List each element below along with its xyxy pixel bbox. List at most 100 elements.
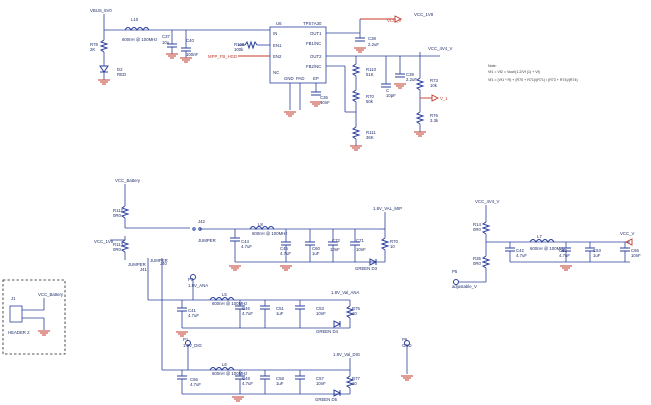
rf-dig2-label: 1.8V_Val_DIG <box>333 352 361 357</box>
r75-resistor <box>345 305 355 319</box>
c72-value: 10nF <box>330 247 340 252</box>
c48-ref: C48 <box>242 376 250 381</box>
r75-ref: R75 <box>352 306 360 311</box>
r70b-ref: R70 <box>390 239 398 244</box>
vcc-1v8-label: VCC_1V8 <box>414 12 434 17</box>
l6-value: 600nH @ 100MHz <box>212 371 247 376</box>
c39-value: 2.2uF <box>406 77 417 82</box>
p5-testpoint <box>453 279 459 285</box>
r112-value: 0R0 <box>113 213 121 218</box>
l5-value: 600nH @ 100MHz <box>212 301 247 306</box>
l10-inductor <box>124 27 150 31</box>
r108-ref: R108 <box>234 42 245 47</box>
ground-symbol <box>394 83 406 89</box>
pin-nc: NC <box>273 70 279 75</box>
c66-value: 10nF <box>631 253 641 258</box>
c40-value: 100nF <box>186 52 199 57</box>
p3-ref: P3 <box>188 277 194 282</box>
r76-value: 3.3k <box>430 118 439 123</box>
jumper-label-2: JUMPER <box>150 258 168 263</box>
rf-val-label: 1.8V_Val_ANA <box>331 290 359 295</box>
vout-flag <box>624 238 633 246</box>
p6-testpoint <box>404 340 410 346</box>
r113-resistor <box>120 239 130 253</box>
vout-label: VCC_V <box>620 231 634 236</box>
j42-pin <box>192 227 196 231</box>
p3-testpoint <box>190 274 196 280</box>
j1-ref: J1 <box>11 296 16 301</box>
ground-symbol <box>176 331 188 337</box>
c60-value: 1uF <box>312 251 320 256</box>
c51-value: 1uF <box>276 311 284 316</box>
r75-value: 10 <box>352 311 357 316</box>
r110-resistor <box>351 63 361 77</box>
pin-en1: EN1 <box>273 43 282 48</box>
r35-resistor <box>481 255 491 269</box>
r78-resistor <box>99 39 109 53</box>
c63-value: 1uF <box>593 253 601 258</box>
l7-value: 600nH @ 100MHz <box>530 246 565 251</box>
pin-fb2: FB2/NC <box>306 64 321 69</box>
d5-led <box>333 389 342 397</box>
d5-ref: GREEN D5 <box>315 397 338 402</box>
c44-ref: C44 <box>241 239 249 244</box>
jumper-label-3: JUMPER <box>198 238 216 243</box>
ground-symbol <box>560 265 572 271</box>
vcc-4v4-label: VCC_4V4_V <box>428 46 452 51</box>
l8-ref: L8 <box>258 222 263 227</box>
header-dashed-box <box>2 279 66 355</box>
u6-part: TPS7A30 <box>303 21 322 26</box>
l10-value: 600nH @ 100MHz <box>122 37 157 42</box>
vcc-1v8-flag <box>394 15 403 23</box>
r111-resistor <box>351 126 361 140</box>
pin-pad: PAD <box>296 76 305 81</box>
v1-flag <box>431 94 440 102</box>
vbus-net-label: VBUS_5V0 <box>90 8 112 13</box>
d2-value: RED <box>117 72 126 77</box>
d3-led <box>369 258 378 266</box>
mpp-net-label: MPP_FB_HGD <box>208 54 237 59</box>
pin-out2: OUT2 <box>310 54 322 59</box>
pin-in: IN <box>273 31 277 36</box>
d4-ref: GREEN D4 <box>316 329 339 334</box>
r112-resistor <box>120 205 130 219</box>
p1-testpoint <box>185 340 191 346</box>
l8-inductor <box>249 226 275 230</box>
ground-symbol <box>180 57 192 63</box>
c41-value: 4.7uF <box>188 313 199 318</box>
p5-ref: P5 <box>452 269 458 274</box>
c66-ref: C66 <box>631 248 639 253</box>
l5-ref: L5 <box>222 292 227 297</box>
ground-symbol <box>354 47 366 53</box>
r76-ref: R76 <box>430 113 438 118</box>
j42-ref: J42 <box>198 219 206 224</box>
r70-value: 50k <box>366 99 374 104</box>
ground-symbol <box>350 145 362 151</box>
r76-resistor <box>415 111 425 125</box>
pin-gnd: GND <box>284 76 294 81</box>
pin-ep: EP <box>313 76 319 81</box>
u6-ic <box>269 26 327 84</box>
c53-ref: C53 <box>316 306 324 311</box>
d2-led <box>99 65 109 73</box>
p6-ref: P6 <box>402 337 408 342</box>
ground-symbol <box>310 101 322 107</box>
r35-value: 0R0 <box>473 261 481 266</box>
l8-value: 600nH @ 100MHz <box>252 231 287 236</box>
adj-label: adjustable_V <box>452 284 477 289</box>
c39-ref: C39 <box>406 72 414 77</box>
c57-ref: C57 <box>316 376 324 381</box>
l5-inductor <box>209 297 235 301</box>
r113-ref: R113 <box>113 242 124 247</box>
c51-ref: C51 <box>276 306 284 311</box>
c38-ref: C38 <box>368 36 376 41</box>
r112-ref: R112 <box>113 208 124 213</box>
u6-ref: U6 <box>276 21 282 26</box>
r111-ref: R111 <box>366 130 376 135</box>
r77-ref: R77 <box>352 376 360 381</box>
c57-value: 10nF <box>316 381 326 386</box>
v1-flag-text: VCC_V <box>387 18 401 23</box>
pin-fb1: FB1/NC <box>306 41 321 46</box>
cfb-ref: C <box>386 88 389 93</box>
